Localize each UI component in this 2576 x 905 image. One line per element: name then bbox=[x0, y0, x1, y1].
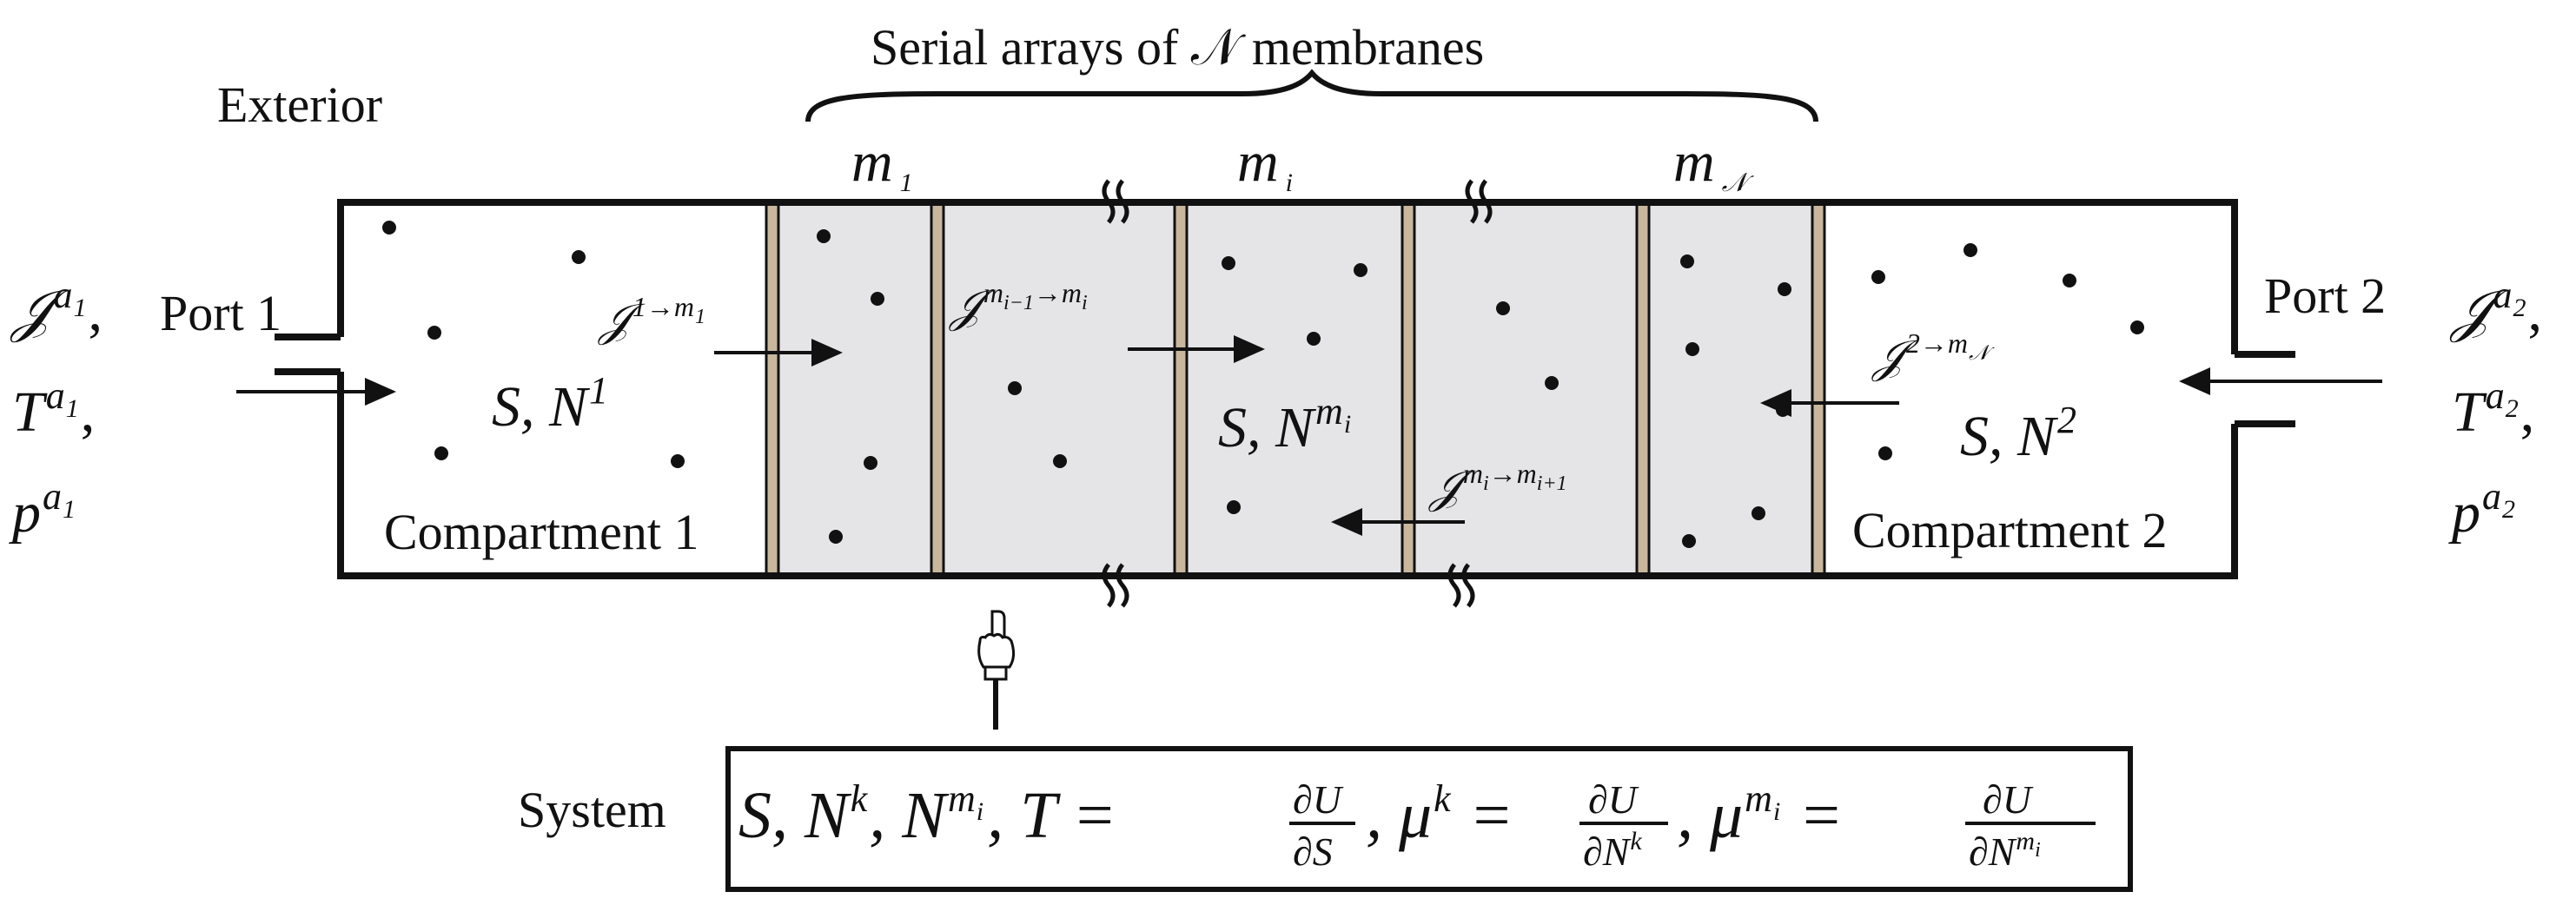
flux-label-2-mN: 𝒥2→m𝒩 bbox=[1871, 327, 1995, 382]
particle bbox=[1496, 301, 1510, 315]
compartment1-state: S, N1 bbox=[492, 369, 608, 439]
particle bbox=[817, 229, 831, 243]
particle bbox=[864, 456, 877, 470]
svg-text:∂Nk: ∂Nk bbox=[1583, 827, 1642, 874]
particle bbox=[1682, 534, 1696, 548]
particle bbox=[1053, 454, 1067, 468]
compartment1-label: Compartment 1 bbox=[384, 504, 699, 560]
membrane-region-m1-mi bbox=[937, 202, 1182, 576]
particle bbox=[382, 221, 396, 235]
svg-text:m𝒩: m𝒩 bbox=[1673, 130, 1755, 197]
particle bbox=[1878, 446, 1892, 460]
particle bbox=[2130, 320, 2144, 334]
particle bbox=[2063, 274, 2076, 287]
pointing-hand-icon bbox=[977, 610, 1016, 681]
particle bbox=[1685, 342, 1699, 356]
system-equation: S, Nk, Nmi, T = ∂U ∂S , μk = ∂U ∂Nk , μm… bbox=[738, 777, 2096, 874]
membrane-wall bbox=[1401, 201, 1416, 578]
particle bbox=[572, 250, 586, 264]
exterior-label: Exterior bbox=[217, 76, 382, 133]
svg-text:∂U: ∂U bbox=[1293, 777, 1344, 822]
particle bbox=[1752, 506, 1765, 520]
svg-text:pa1: pa1 bbox=[9, 475, 76, 545]
svg-text:, μmi =: , μmi = bbox=[1677, 777, 1844, 852]
container-outline bbox=[337, 199, 2238, 579]
svg-text:∂U: ∂U bbox=[1588, 777, 1639, 822]
particle bbox=[871, 292, 884, 306]
particle bbox=[671, 454, 685, 468]
port2-label: Port 2 bbox=[2264, 268, 2386, 324]
particle bbox=[1680, 254, 1694, 268]
svg-text:pa2: pa2 bbox=[2448, 475, 2515, 545]
svg-text:∂Nmi: ∂Nmi bbox=[1969, 827, 2041, 874]
flux-label-1-m1: 𝒥1→m1 bbox=[597, 291, 705, 346]
port1-label: Port 1 bbox=[160, 285, 281, 341]
membrane-wall bbox=[765, 201, 780, 578]
membrane-region-m1 bbox=[773, 202, 937, 576]
curly-brace bbox=[805, 69, 1818, 122]
compartment2-state: S, N2 bbox=[1960, 399, 2076, 468]
port1-pipe bbox=[275, 334, 341, 375]
membrane-walls bbox=[765, 201, 1826, 578]
membrane-regions bbox=[773, 202, 1818, 576]
svg-text:m1: m1 bbox=[851, 130, 913, 197]
membrane-wall bbox=[1811, 201, 1826, 578]
particle bbox=[1354, 263, 1367, 277]
diagram-title: Serial arrays of 𝒩 membranes bbox=[871, 19, 1484, 76]
flow-arrows bbox=[236, 335, 2382, 536]
particle bbox=[1545, 376, 1559, 390]
svg-text:𝒥a2,: 𝒥a2, bbox=[2449, 274, 2542, 343]
particle bbox=[1778, 282, 1791, 296]
membrane-region-mi-mN bbox=[1409, 202, 1644, 576]
svg-text:mi: mi bbox=[1237, 130, 1293, 197]
break-mark-icon bbox=[1102, 179, 1493, 608]
svg-text:𝒥a1,: 𝒥a1, bbox=[10, 274, 103, 343]
particle bbox=[1963, 243, 1977, 257]
particle bbox=[1008, 381, 1022, 395]
particle bbox=[434, 446, 448, 460]
particle bbox=[1871, 270, 1885, 284]
particle bbox=[1222, 256, 1235, 270]
port2-stream-vars: 𝒥a2, Ta2, pa2 bbox=[2448, 274, 2542, 545]
membrane-wall bbox=[930, 201, 945, 578]
membrane-region-mN bbox=[1644, 202, 1818, 576]
svg-text:Ta2,: Ta2, bbox=[2452, 374, 2534, 444]
particle bbox=[427, 326, 441, 340]
svg-text:Ta1,: Ta1, bbox=[12, 374, 95, 444]
membrane-i-state: S, Nmi bbox=[1218, 390, 1351, 459]
port2-pipe bbox=[2235, 351, 2295, 427]
particle bbox=[1776, 403, 1790, 417]
system-equation-box bbox=[725, 746, 2133, 892]
membrane-region-mi bbox=[1182, 202, 1409, 576]
system-label: System bbox=[518, 782, 666, 838]
membrane-wall bbox=[1635, 201, 1651, 578]
particle bbox=[829, 530, 843, 544]
port1-stream-vars: 𝒥a1, Ta1, pa1 bbox=[9, 274, 103, 545]
particles bbox=[382, 221, 2144, 548]
svg-text:, μk =: , μk = bbox=[1366, 777, 1513, 852]
compartment2-label: Compartment 2 bbox=[1852, 502, 2167, 558]
particle bbox=[1227, 500, 1241, 514]
membrane-wall bbox=[1173, 201, 1189, 578]
particle bbox=[1307, 332, 1321, 346]
svg-text:∂S: ∂S bbox=[1293, 829, 1333, 874]
svg-text:S, Nk, Nmi, T =: S, Nk, Nmi, T = bbox=[738, 777, 1116, 852]
svg-text:∂U: ∂U bbox=[1983, 777, 2034, 822]
